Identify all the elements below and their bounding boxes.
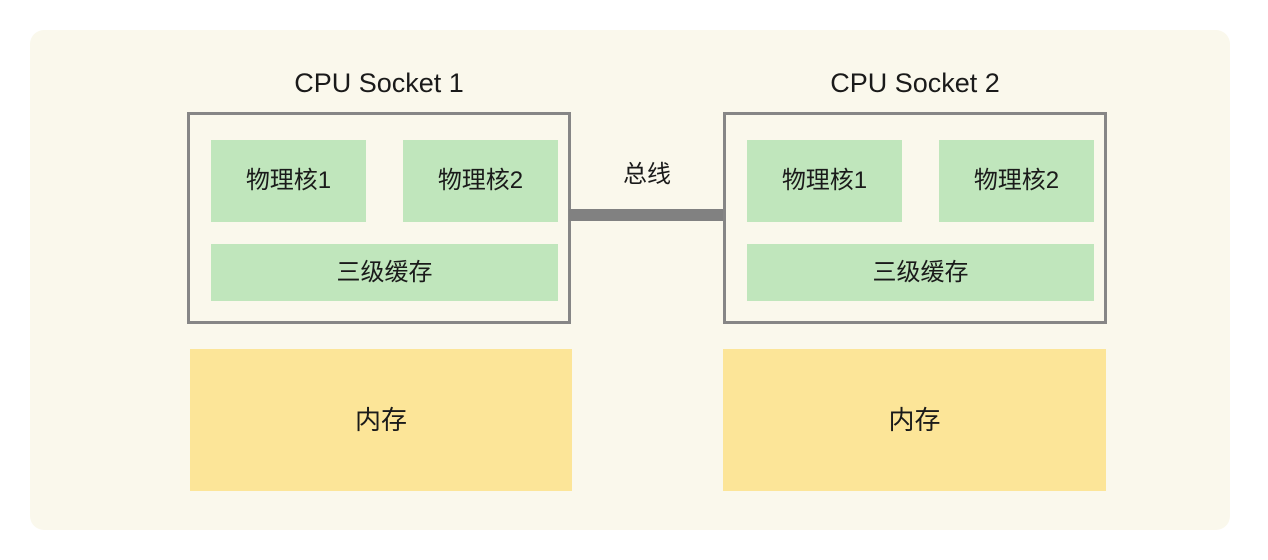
socket-1-core-1-label: 物理核1	[245, 167, 332, 194]
socket-1-core-2-label: 物理核2	[437, 167, 524, 194]
socket-1-l3-cache: 三级缓存	[211, 244, 558, 301]
socket-2-cache-label: 三级缓存	[872, 258, 969, 286]
socket-2-memory-label: 内存	[888, 405, 941, 435]
socket-2-core-1-label: 物理核1	[781, 167, 868, 194]
bus-label: 总线	[623, 161, 671, 188]
socket-1-memory: 内存	[190, 349, 572, 491]
socket-2-core-2-label: 物理核2	[973, 167, 1060, 194]
socket-2-memory: 内存	[723, 349, 1106, 491]
socket-1-memory-label: 内存	[354, 405, 407, 435]
socket-2-physical-core-1: 物理核1	[747, 140, 902, 222]
socket-1-physical-core-1: 物理核1	[211, 140, 366, 222]
socket-1-physical-core-2: 物理核2	[403, 140, 558, 222]
socket-2-title: CPU Socket 2	[830, 68, 1000, 98]
socket-1-cache-label: 三级缓存	[336, 258, 433, 286]
bus-connector-icon	[569, 209, 725, 221]
socket-2-container	[723, 112, 1107, 324]
socket-1-title: CPU Socket 1	[294, 68, 464, 98]
socket-2-l3-cache: 三级缓存	[747, 244, 1094, 301]
socket-2-physical-core-2: 物理核2	[939, 140, 1094, 222]
